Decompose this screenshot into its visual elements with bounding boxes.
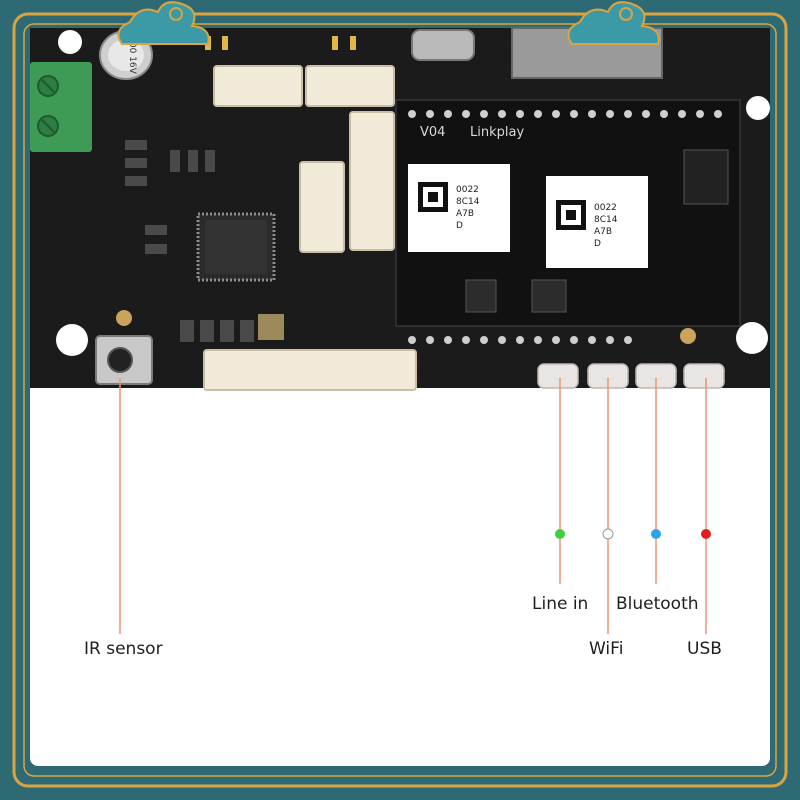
mounting-hole: [56, 324, 88, 356]
wifi-label: WiFi: [589, 639, 624, 659]
pin-header-row: [408, 110, 722, 344]
mounting-hole: [736, 322, 768, 354]
module-revision: V04: [420, 125, 445, 140]
svg-text:8C14: 8C14: [594, 215, 618, 225]
svg-text:8C14: 8C14: [456, 197, 480, 207]
line-in-indicator-dot: [555, 529, 565, 539]
wifi-indicator-dot: [602, 528, 614, 540]
svg-text:A7B: A7B: [594, 227, 612, 237]
cloud-ornament-right: [567, 1, 660, 45]
svg-text:0022: 0022: [456, 185, 479, 195]
svg-text:D: D: [456, 221, 463, 231]
mounting-hole: [58, 30, 82, 54]
line-in-label: Line in: [532, 594, 589, 614]
module-logo: Linkplay: [470, 125, 524, 140]
main-chip: [196, 212, 276, 282]
leader-lines: [119, 378, 707, 634]
ir-sensor: [95, 310, 153, 385]
ir-sensor-label: IR sensor: [84, 639, 163, 659]
bluetooth-label: Bluetooth: [616, 594, 699, 614]
svg-text:D: D: [594, 239, 601, 249]
usb-c-port: [411, 29, 475, 61]
cloud-ornament-left: [117, 1, 210, 45]
antenna-connector: [680, 328, 696, 344]
terminal-block: [30, 62, 92, 152]
usb-label: USB: [687, 639, 722, 659]
smd-components: [125, 140, 284, 342]
pcb-board: 100 16V: [30, 27, 770, 391]
capacitor-marking: 100 16V: [127, 36, 137, 74]
wireless-module: V04 Linkplay 0022 8C14 A7B D 0022 8C14 A…: [395, 99, 741, 344]
mounting-hole: [746, 96, 770, 120]
jst-connectors: [203, 65, 417, 391]
svg-text:A7B: A7B: [456, 209, 474, 219]
bluetooth-indicator-dot: [651, 529, 661, 539]
usb-indicator-dot: [701, 529, 711, 539]
inner-gold-frame: [23, 23, 777, 777]
led-line-in: [537, 363, 579, 389]
svg-text:0022: 0022: [594, 203, 617, 213]
capacitor: 100 16V: [99, 30, 153, 80]
outer-gold-frame: [12, 12, 788, 788]
led-usb: [683, 363, 725, 389]
